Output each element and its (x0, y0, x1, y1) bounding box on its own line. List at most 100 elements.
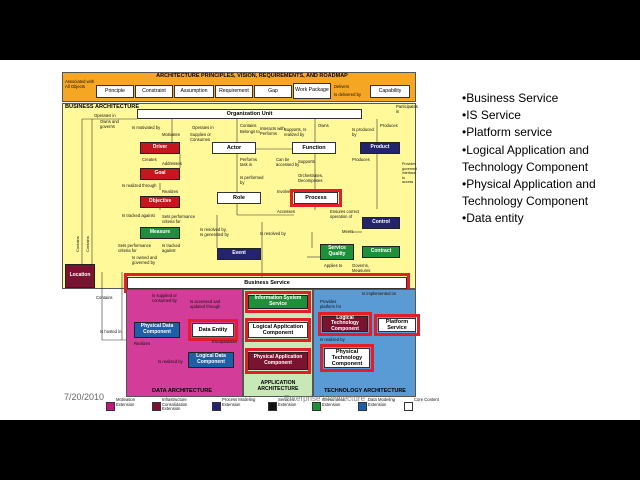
encapsulates-label: Encapsulates (212, 339, 238, 344)
event-box: Event (217, 248, 261, 260)
governs-label: Governs, Measures (352, 263, 371, 273)
supplies-label: Supplies or Consumes (190, 132, 211, 142)
realized-by-label: Is realized by (158, 359, 183, 364)
gap-box: Gap (254, 85, 292, 98)
supplied-label: Is supplied or consumed by (152, 293, 177, 303)
logical-data-component-box: Logical Data Component (188, 352, 234, 368)
legend-item: Data Modeling Extension (358, 397, 402, 416)
platform-service-box: Platform Service (378, 318, 416, 332)
contract-box: Contract (362, 246, 400, 258)
content-metamodel-diagram: ARCHITECTURE PRINCIPLES, VISION, REQUIRE… (62, 72, 420, 410)
data-architecture-title: DATA ARCHITECTURE (152, 388, 212, 394)
logical-technology-box: Logical Technology Component (322, 315, 368, 332)
principles-assoc-label: Associated with All Objects (65, 79, 95, 89)
objective-box: Objective (140, 196, 180, 208)
legend-swatch (404, 402, 413, 411)
physical-data-component-box: Physical Data Component (134, 322, 180, 338)
bullet-data-entity: •Data entity (462, 211, 524, 226)
legend-swatch (106, 402, 115, 411)
accesses-label: Accesses (277, 209, 295, 214)
legend-label: Data Modeling Extension (368, 397, 396, 407)
owns-label: Owns (318, 123, 329, 128)
physical-application-box: Physical Application Component (248, 352, 308, 370)
function-box: Function (292, 142, 336, 154)
data-architecture-band (126, 289, 243, 397)
principles-title: ARCHITECTURE PRINCIPLES, VISION, REQUIRE… (156, 73, 348, 79)
driver-box: Driver (140, 142, 180, 154)
legend-strip (102, 397, 418, 410)
role-box: Role (217, 192, 261, 204)
realized-by-label-2: Is realized by (320, 337, 345, 342)
bullet-is-service: •IS Service (462, 108, 521, 123)
involves-label: Involves (277, 189, 293, 194)
provides-label: Provides platform for (320, 299, 342, 309)
control-box: Control (362, 217, 400, 229)
data-entity-highlight (188, 319, 238, 341)
bullet-business-service: •Business Service (462, 91, 559, 105)
legend-label: Process Modeling Extension (222, 397, 256, 407)
performed-by-label: Is performed by (240, 175, 264, 185)
goal-box: Goal (140, 168, 180, 180)
legend-swatch (152, 402, 161, 411)
motivated-by-label: Is motivated by (132, 125, 161, 130)
is-service-box: Information System Service (248, 295, 308, 309)
requirement-box: Requirement (215, 85, 253, 98)
measure-box: Measure (140, 227, 180, 239)
is-service-highlight (245, 291, 311, 313)
accessed-label: Can be accessed by (276, 157, 300, 167)
operates-in-label: Operates in (94, 113, 116, 118)
legend-item: Governance Extension (312, 397, 356, 416)
service-quality-box: Service Quality (320, 244, 354, 260)
provided-vertical: Provides governed interface to access (402, 162, 417, 185)
meets-label: Meets (342, 229, 354, 234)
legend-item: Core Content (404, 397, 444, 416)
produces-label-2: Produces (352, 157, 370, 162)
technology-architecture-title: TECHNOLOGY ARCHITECTURE (324, 388, 406, 394)
capability-box: Capability (370, 85, 410, 98)
data-entity-box: Data Entity (192, 323, 234, 337)
legend-label: Governance Extension (322, 397, 345, 407)
actor-box: Actor (212, 142, 256, 154)
operates-in-label-2: Operates in (192, 125, 214, 130)
application-architecture-title: APPLICATION ARCHITECTURE (257, 380, 299, 392)
interacts-label: Interacts with, Performs (260, 126, 286, 136)
realizes-label: Realizes (162, 189, 179, 194)
contains-label: Contains (240, 123, 257, 128)
participates-label: Participates in (396, 104, 418, 114)
assumption-box: Assumption (174, 85, 214, 98)
sets-criteria-label-2: Sets performance criteria for (118, 243, 152, 253)
produced-by-label: Is produced by (352, 127, 374, 137)
bullet-logical-component: •Logical Application and Technology Comp… (462, 142, 589, 174)
process-box: Process (294, 192, 338, 204)
produces-label: Produces (380, 123, 398, 128)
resolved-label: Is resolved by (260, 231, 286, 236)
legend-item: Motivation Extension (106, 397, 154, 416)
legend-swatch (268, 402, 277, 411)
orchestrates-label: Orchestrates, Decomposes (298, 173, 324, 183)
process-highlight (290, 189, 342, 207)
contains-vertical-1: Contains (75, 236, 80, 252)
legend-label: Infrastructure Consolidation Extension (162, 397, 188, 412)
ensures-label: Ensures correct operation of (330, 209, 360, 219)
legend-label: Services Extension (278, 397, 297, 407)
tracked-label-2: Is tracked against (162, 243, 181, 253)
logical-application-box: Logical Application Component (248, 322, 308, 338)
logical-technology-highlight (318, 312, 372, 336)
principle-box: Principle (96, 85, 134, 98)
logical-application-highlight (245, 318, 311, 342)
accessed-label-2: Is accessed and updated through (190, 299, 221, 309)
legend-item: Services Extension (268, 397, 308, 416)
supports-label-2: Supports (298, 159, 315, 164)
delivers-label: Delivers (334, 84, 350, 89)
contains-vertical-2: Contains (85, 236, 90, 252)
constraint-box: Constraint (135, 85, 173, 98)
sets-criteria-label: Sets performance criteria for (162, 214, 196, 224)
legend-label: Core Content (414, 397, 439, 402)
platform-service-highlight (374, 314, 420, 336)
business-architecture-title: BUSINESS ARCHITECTURE (65, 104, 140, 110)
work-package-box: Work Package (293, 83, 331, 99)
owned-governed-label: Is owned and governed by (132, 255, 157, 265)
bullet-platform-service: •Platform service (462, 125, 553, 140)
slide: ARCHITECTURE PRINCIPLES, VISION, REQUIRE… (0, 60, 640, 420)
legend-swatch (358, 402, 367, 411)
